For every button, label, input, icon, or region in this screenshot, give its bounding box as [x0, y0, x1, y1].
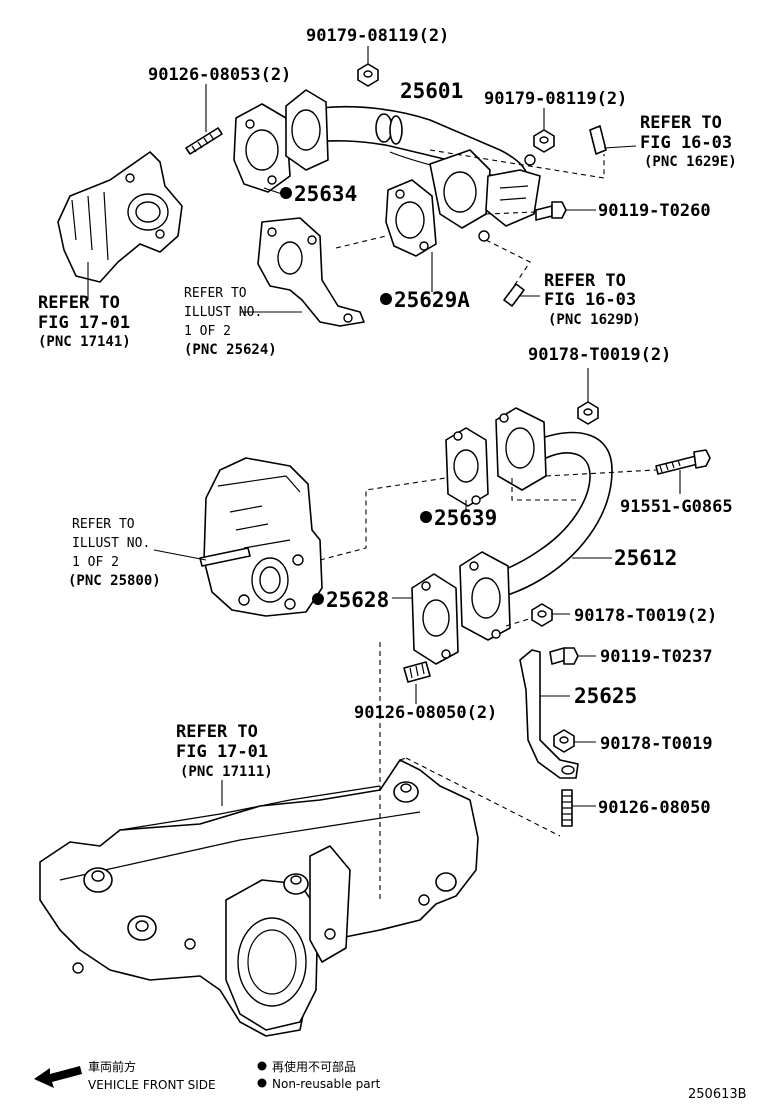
stud-bolt-90126-08050-pair: [403, 661, 431, 683]
label-90178-T0019-upper: 90178-T0019(2): [528, 345, 671, 365]
label-90179-08119-top: 90179-08119(2): [306, 26, 449, 46]
vehicle-front-legend: 車両前方 VEHICLE FRONT SIDE: [34, 1059, 216, 1092]
label-90178-T0019-single: 90178-T0019: [600, 734, 713, 754]
nut-90178-T0019-upper: [577, 401, 599, 425]
bolt-91551-G0865: [655, 449, 711, 475]
intake-manifold-17111: [39, 759, 479, 1037]
egr-pipe-25612: [459, 407, 613, 641]
vehicle-front-arrow-icon: [34, 1066, 82, 1088]
nut-90179-08119-right: [533, 129, 555, 153]
label-25629A: 25629A: [394, 288, 470, 312]
nonreusable-dot-icon: [257, 1061, 267, 1071]
ref-1629E-line2: FIG 16-03: [640, 133, 732, 153]
label-90126-08050-single: 90126-08050: [598, 798, 711, 818]
bracket-25624: [257, 217, 365, 327]
ref-1629D-line1: REFER TO: [544, 271, 626, 291]
nonreusable-label-en: Non-reusable part: [272, 1077, 381, 1091]
label-90178-T0019-lower: 90178-T0019(2): [574, 606, 717, 626]
nonreusable-marker-25628: [312, 593, 324, 605]
engine-bracket-17141: [57, 151, 183, 283]
ref-1629D-line2: FIG 16-03: [544, 290, 636, 310]
gasket-25628: [411, 573, 459, 665]
hose-1629E: [589, 125, 607, 155]
ref-1629D-line3: (PNC 1629D): [548, 312, 641, 328]
ref-17141-line2: FIG 17-01: [38, 313, 130, 333]
ref-1629E-line3: (PNC 1629E): [644, 154, 737, 170]
ref-25800-line2: ILLUST NO.: [72, 536, 150, 551]
ref-25800-line1: REFER TO: [72, 517, 135, 532]
label-25601: 25601: [400, 79, 463, 103]
label-25628: 25628: [326, 588, 389, 612]
hose-1629D: [503, 283, 525, 307]
label-25612: 25612: [614, 546, 677, 570]
label-90119-T0260: 90119-T0260: [598, 201, 711, 221]
label-25625: 25625: [574, 684, 637, 708]
ref-17111-line1: REFER TO: [176, 722, 258, 742]
diagram-code: 250613B: [688, 1087, 747, 1102]
nonreusable-dot-icon-2: [257, 1078, 267, 1088]
gasket-25634: [233, 103, 291, 193]
ref-25800-line3: 1 OF 2: [72, 555, 119, 570]
label-90179-08119-right: 90179-08119(2): [484, 89, 627, 109]
stud-bolt-90126-08050-single: [561, 789, 573, 827]
label-91551-G0865: 91551-G0865: [620, 497, 733, 517]
nonreusable-marker-25634: [280, 187, 292, 199]
ref-17111-line3: (PNC 17111): [180, 764, 273, 780]
ref-25624-line2: ILLUST NO.: [184, 305, 262, 320]
ref-1629E-line1: REFER TO: [640, 113, 722, 133]
gasket-25629A: [385, 179, 437, 257]
bolt-90119-T0260: [535, 201, 567, 221]
nonreusable-legend: 再使用不可部品 Non-reusable part: [257, 1059, 381, 1091]
label-90119-T0237: 90119-T0237: [600, 647, 713, 667]
label-25639: 25639: [434, 506, 497, 530]
ref-17141-line1: REFER TO: [38, 293, 120, 313]
ref-25624-line4: (PNC 25624): [184, 342, 277, 358]
bolt-90119-T0237: [549, 647, 579, 665]
nut-90178-T0019-single: [553, 729, 575, 753]
nonreusable-marker-25629A: [380, 293, 392, 305]
vehicle-front-label-en: VEHICLE FRONT SIDE: [88, 1078, 216, 1092]
gasket-25639: [445, 427, 489, 507]
label-25634: 25634: [294, 182, 357, 206]
nut-90178-T0019-lower: [531, 603, 553, 627]
vehicle-front-label-jp: 車両前方: [88, 1059, 136, 1074]
ref-17141-line3: (PNC 17141): [38, 334, 131, 350]
ref-25800-line4: (PNC 25800): [68, 573, 161, 589]
nonreusable-marker-25639: [420, 511, 432, 523]
egr-valve-25800: [199, 457, 323, 617]
nut-90179-08119-top: [357, 63, 379, 87]
label-90126-08050-pair: 90126-08050(2): [354, 703, 497, 723]
stud-bolt-90126-08053: [185, 127, 223, 155]
ref-25624-line1: REFER TO: [184, 286, 247, 301]
ref-17111-line2: FIG 17-01: [176, 742, 268, 762]
nonreusable-label-jp: 再使用不可部品: [272, 1059, 356, 1074]
label-90126-08053: 90126-08053(2): [148, 65, 291, 85]
ref-25624-line3: 1 OF 2: [184, 324, 231, 339]
bracket-25625: [519, 649, 579, 779]
